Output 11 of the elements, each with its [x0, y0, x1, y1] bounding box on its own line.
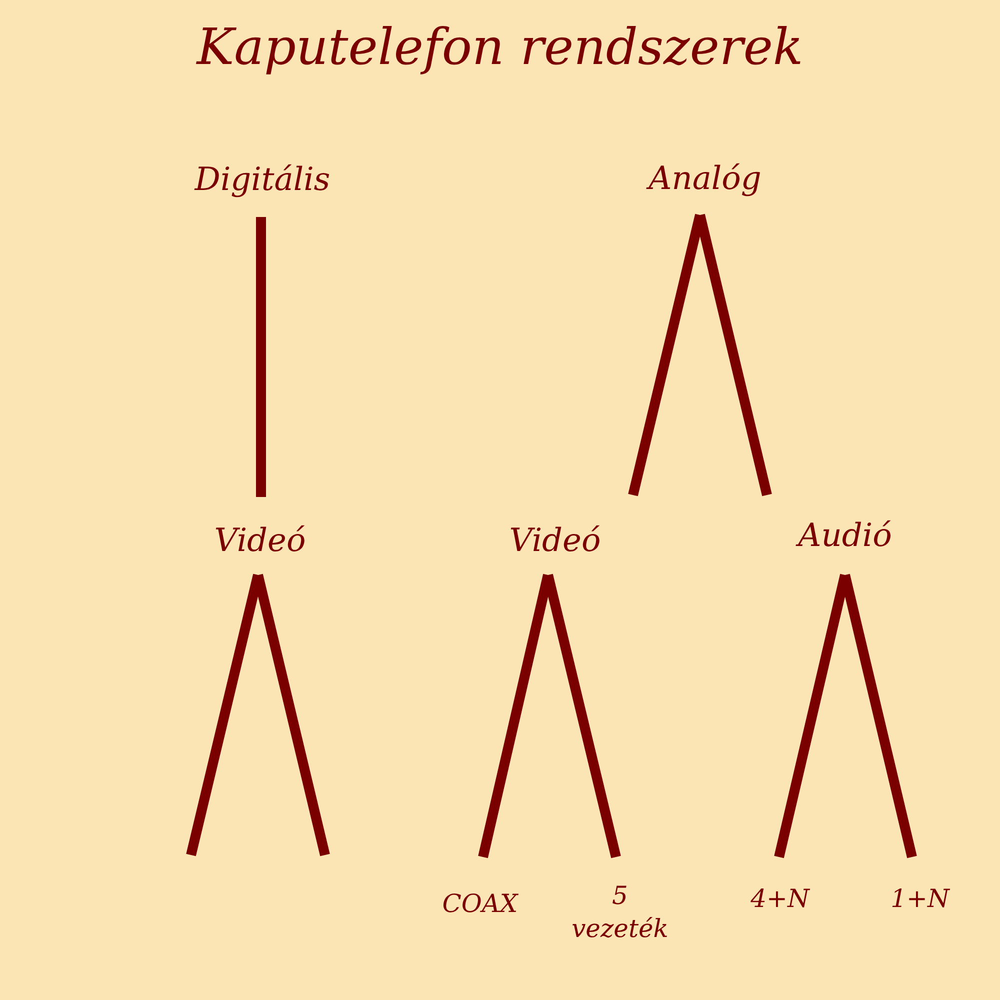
node-label: COAX [442, 889, 518, 919]
node-label: Digitális [194, 159, 330, 199]
connector-line [256, 217, 266, 497]
node-label: Videó [509, 520, 601, 560]
node-label: 1+N [890, 884, 950, 914]
node-label: 4+N [750, 884, 810, 914]
node-label: Audió [798, 515, 892, 555]
node-label: 5 vezeték [570, 880, 670, 945]
node-label: Analóg [648, 158, 762, 198]
diagram-title: Kaputelefon rendszerek [196, 18, 804, 76]
node-label: Videó [214, 520, 306, 560]
